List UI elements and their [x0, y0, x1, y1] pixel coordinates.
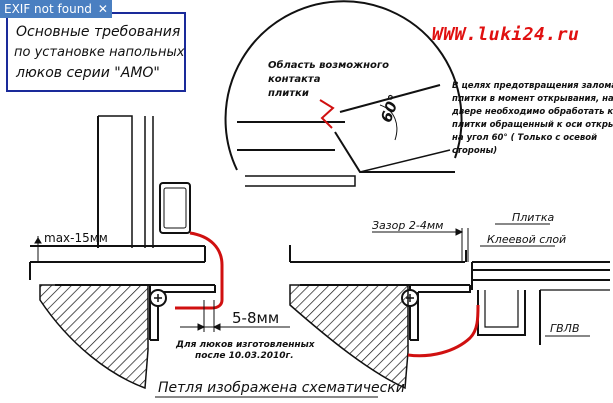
exif-badge-label: EXIF not found: [4, 2, 92, 16]
note-line-4: плитки обращенный к оси открывания: [452, 119, 613, 130]
title-line-2: по установке напольных: [14, 45, 185, 60]
angle-label: 60°: [377, 92, 404, 125]
note-line-3: двере необходимо обработать край: [451, 106, 613, 117]
hatch-note-line-2: после 10.03.2010г.: [195, 351, 294, 361]
note-line-2: плитки в момент открывания, на: [452, 94, 613, 104]
contact-label-line-2: контакта: [268, 74, 321, 85]
glue-label: Клеевой слой: [487, 233, 566, 246]
left-hinge-line: [175, 231, 224, 310]
gap-dimension-right: [372, 228, 469, 262]
right-hinge-line: [407, 304, 480, 358]
tile-label: Плитка: [512, 211, 555, 224]
exif-badge: EXIF not found ✕: [0, 0, 112, 18]
note-line-6: стороны): [452, 146, 497, 156]
title-line-3: люков серии "АМО": [15, 65, 160, 81]
title-text: Основные требования по установке напольн…: [14, 24, 185, 81]
angle-arc: [379, 104, 398, 141]
caption: Петля изображена схематически: [158, 380, 405, 396]
detail-circle-arc: [224, 0, 463, 171]
right-foundation-hatch: [289, 284, 409, 390]
gap-dimension-left-label: 5-8мм: [232, 309, 279, 327]
title-line-1: Основные требования: [16, 24, 180, 40]
contact-label-line-1: Область возможного: [268, 59, 389, 71]
right-assembly: [289, 245, 610, 345]
contact-label-line-3: плитки: [268, 88, 309, 99]
close-icon[interactable]: ✕: [97, 2, 108, 16]
contact-area-marker: [319, 99, 335, 129]
gvl-label: ГВЛВ: [550, 322, 580, 335]
max-dimension: [34, 236, 100, 262]
note-line-1: В целях предотвращения залома: [452, 81, 613, 91]
detail-circle-group: [224, 0, 463, 187]
note-line-5: на угол 60° ( Только с осевой: [452, 133, 597, 143]
gap-dimension-right-label: Зазор 2-4мм: [372, 219, 443, 232]
website-link[interactable]: WWW.luki24.ru: [432, 24, 579, 45]
gap-dimension-left: [180, 300, 290, 332]
left-foundation-hatch: [39, 284, 149, 390]
hatch-note-line-1: Для люков изготовленных: [175, 340, 316, 350]
max-dimension-label: max-15мм: [44, 231, 108, 245]
